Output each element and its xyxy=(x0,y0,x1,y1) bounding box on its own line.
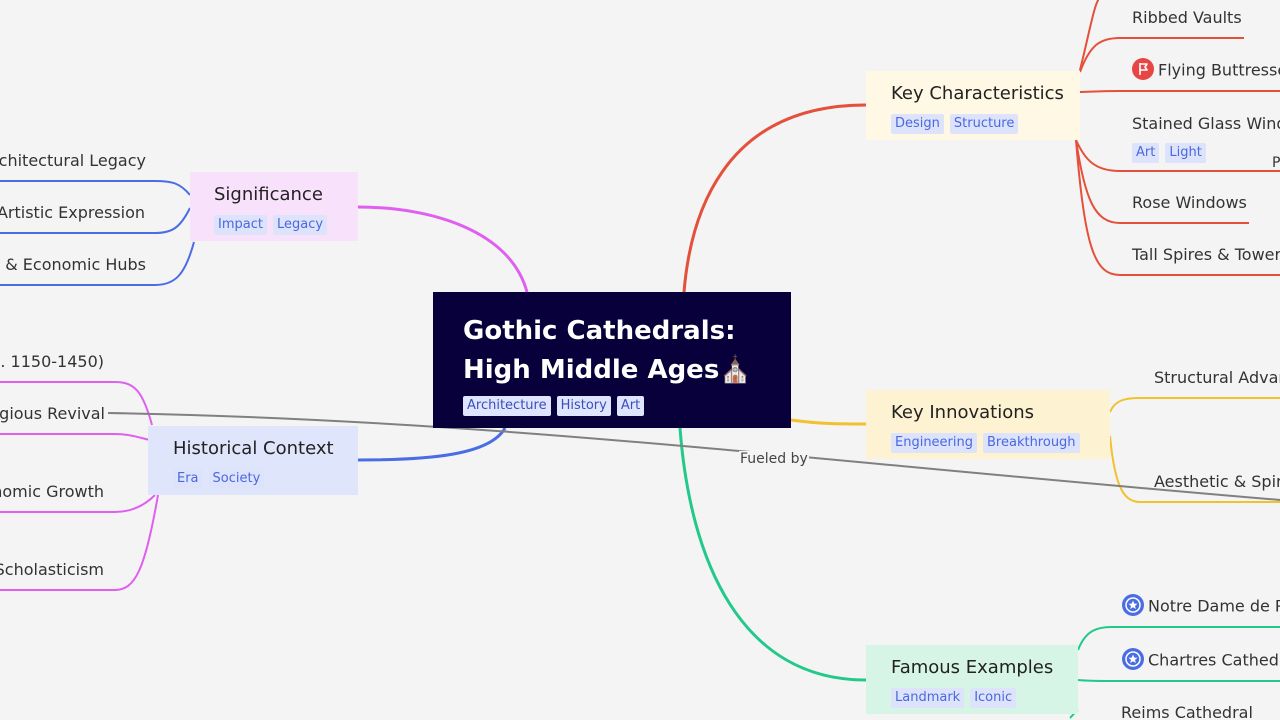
star-icon xyxy=(1122,594,1144,616)
subtopic-label: Reims Cathedral xyxy=(1121,703,1253,720)
link-characteristics xyxy=(682,103,867,293)
link-innovations xyxy=(790,418,867,426)
subtopic-label: Notre Dame de Paris xyxy=(1148,596,1280,616)
subtopic-label: Rose Windows xyxy=(1132,193,1247,212)
subtopic-label: Scholasticism xyxy=(0,560,104,579)
relationship-label-text: Fueled by xyxy=(740,451,808,467)
tag-history[interactable]: History xyxy=(556,396,611,416)
topic-historical-context[interactable]: Historical Context Era Society xyxy=(148,426,358,495)
topic-key-innovations[interactable]: Key Innovations Engineering Breakthrough xyxy=(866,390,1110,459)
subtopic-structural-advancements[interactable]: Structural Advancements xyxy=(1154,368,1280,388)
central-topic-tags: Architecture History Art xyxy=(463,396,791,416)
tag-structure[interactable]: Structure xyxy=(949,114,1019,134)
subtopic-stained-glass-windows[interactable]: Stained Glass Windows Art Light xyxy=(1132,114,1280,163)
topic-significance[interactable]: Significance Impact Legacy xyxy=(190,172,358,241)
relationship-line xyxy=(107,412,1280,501)
subtopic-tags: Art Light xyxy=(1132,143,1280,163)
subtopic-label: Structural Advancements xyxy=(1154,368,1280,387)
characteristics-branches xyxy=(1075,0,1280,276)
relationship-label[interactable]: Fueled by xyxy=(739,451,809,467)
topic-title: Historical Context xyxy=(173,438,334,459)
tag-design[interactable]: Design xyxy=(891,114,944,134)
subtopic-label: Architectural Legacy xyxy=(0,151,146,170)
clipped-text: P xyxy=(1272,155,1280,171)
topic-title: Key Characteristics xyxy=(891,83,1064,104)
topic-tags: Design Structure xyxy=(891,114,1080,134)
tag-society[interactable]: Society xyxy=(208,469,265,489)
tag-engineering[interactable]: Engineering xyxy=(891,433,977,453)
subtopic-label: Stained Glass Windows xyxy=(1132,114,1280,133)
tag-breakthrough[interactable]: Breakthrough xyxy=(983,433,1080,453)
subtopic-scholasticism[interactable]: Scholasticism xyxy=(0,560,104,580)
subtopic-chartres[interactable]: Chartres Cathedral xyxy=(1122,648,1280,672)
star-icon xyxy=(1122,648,1144,670)
topic-title: Famous Examples xyxy=(891,657,1054,678)
subtopic-label: Economic Growth xyxy=(0,482,104,501)
subtopic-notre-dame[interactable]: Notre Dame de Paris xyxy=(1122,594,1280,618)
topic-key-characteristics[interactable]: Key Characteristics Design Structure xyxy=(866,71,1080,140)
link-context xyxy=(357,427,507,462)
subtopic-label: Ribbed Vaults xyxy=(1132,8,1242,27)
subtopic-aesthetic-spiritual[interactable]: Aesthetic & Spiritual xyxy=(1154,472,1280,492)
subtopic-flying-buttresses[interactable]: Flying Buttresses xyxy=(1132,58,1280,82)
tag-art[interactable]: Art xyxy=(616,396,645,416)
significance-branches xyxy=(0,180,195,286)
link-significance xyxy=(357,205,529,293)
topic-title: Key Innovations xyxy=(891,402,1035,423)
subtopic-label: Period (c. 1150-1450) xyxy=(0,352,104,371)
subtopic-tall-spires[interactable]: Tall Spires & Towers xyxy=(1132,245,1280,265)
subtopic-label: Artistic Expression xyxy=(0,203,145,222)
subtopic-label: Chartres Cathedral xyxy=(1148,650,1280,670)
tag-landmark[interactable]: Landmark xyxy=(891,688,965,708)
topic-title: Significance xyxy=(214,184,323,205)
subtopic-label: Aesthetic & Spiritual xyxy=(1154,472,1280,491)
subtopic-period[interactable]: Period (c. 1150-1450) xyxy=(0,352,104,372)
subtopic-label: Religious Revival xyxy=(0,404,105,423)
topic-tags: Era Society xyxy=(173,469,358,489)
flag-icon xyxy=(1132,58,1154,80)
tag-art[interactable]: Art xyxy=(1132,143,1160,163)
central-topic[interactable]: Gothic Cathedrals: High Middle Ages⛪ Arc… xyxy=(433,292,791,428)
subtopic-architectural-legacy[interactable]: Architectural Legacy xyxy=(0,151,146,171)
topic-tags: Landmark Iconic xyxy=(891,688,1078,708)
subtopic-reims[interactable]: Reims Cathedral xyxy=(1121,703,1253,720)
subtopic-artistic-expression[interactable]: Artistic Expression xyxy=(0,203,145,223)
subtopic-economic-hubs[interactable]: Religious & Economic Hubs xyxy=(0,255,146,275)
tag-legacy[interactable]: Legacy xyxy=(272,215,328,235)
link-examples xyxy=(678,427,867,682)
tag-era[interactable]: Era xyxy=(173,469,203,489)
topic-famous-examples[interactable]: Famous Examples Landmark Iconic xyxy=(866,645,1078,714)
subtopic-label: Flying Buttresses xyxy=(1158,60,1280,80)
topic-tags: Impact Legacy xyxy=(214,215,358,235)
central-topic-title: Gothic Cathedrals: High Middle Ages⛪ xyxy=(463,316,752,385)
subtopic-ribbed-vaults[interactable]: Ribbed Vaults xyxy=(1132,8,1242,28)
subtopic-rose-windows[interactable]: Rose Windows xyxy=(1132,193,1247,213)
clipped-text-fragment: P xyxy=(1272,153,1280,173)
tag-impact[interactable]: Impact xyxy=(214,215,267,235)
subtopic-religious-revival[interactable]: Religious Revival xyxy=(0,404,105,424)
tag-light[interactable]: Light xyxy=(1165,143,1206,163)
tag-architecture[interactable]: Architecture xyxy=(463,396,551,416)
subtopic-label: Tall Spires & Towers xyxy=(1132,245,1280,264)
innovations-branches xyxy=(1109,397,1280,503)
topic-tags: Engineering Breakthrough xyxy=(891,433,1110,453)
subtopic-label: Religious & Economic Hubs xyxy=(0,255,146,274)
tag-iconic[interactable]: Iconic xyxy=(970,688,1017,708)
subtopic-economic-growth[interactable]: Economic Growth xyxy=(0,482,104,502)
